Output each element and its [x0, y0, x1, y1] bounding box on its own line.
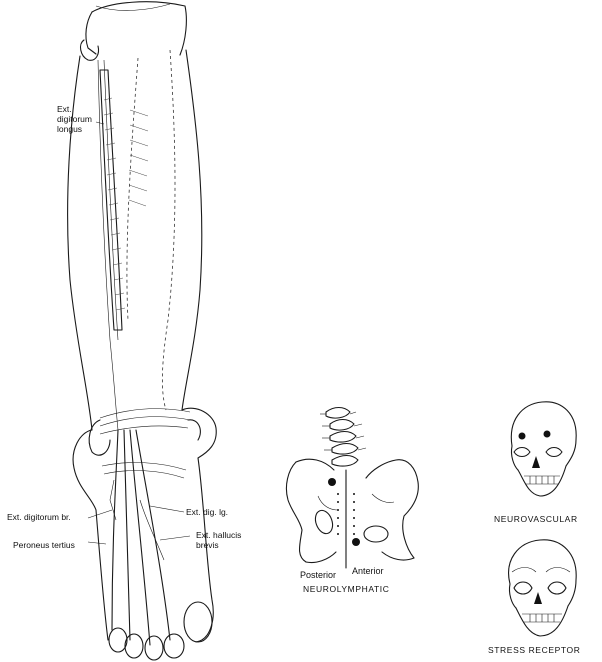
- label-ext-hallucis-brevis: Ext. hallucis brevis: [196, 530, 241, 550]
- label-posterior: Posterior: [300, 570, 337, 580]
- label-ext-digitorum-br: Ext. digitorum br.: [7, 512, 71, 522]
- label-line: Ext.: [57, 104, 72, 114]
- label-ext-digitorum-longus: Ext. digitorum longus: [57, 104, 92, 134]
- caption-neurolymphatic: NEUROLYMPHATIC: [303, 584, 390, 594]
- label-peroneus-tertius: Peroneus tertius: [13, 540, 75, 550]
- label-line: longus: [57, 124, 83, 134]
- label-line: Ext. hallucis: [196, 530, 242, 540]
- label-line: digitorum: [57, 114, 92, 124]
- label-ext-dig-lg: Ext. dig. lg.: [186, 507, 229, 517]
- caption-neurovascular: NEUROVASCULAR: [494, 514, 578, 524]
- caption-stress-receptor: STRESS RECEPTOR: [488, 645, 581, 655]
- label-line: brevis: [196, 540, 219, 550]
- label-anterior: Anterior: [352, 566, 384, 576]
